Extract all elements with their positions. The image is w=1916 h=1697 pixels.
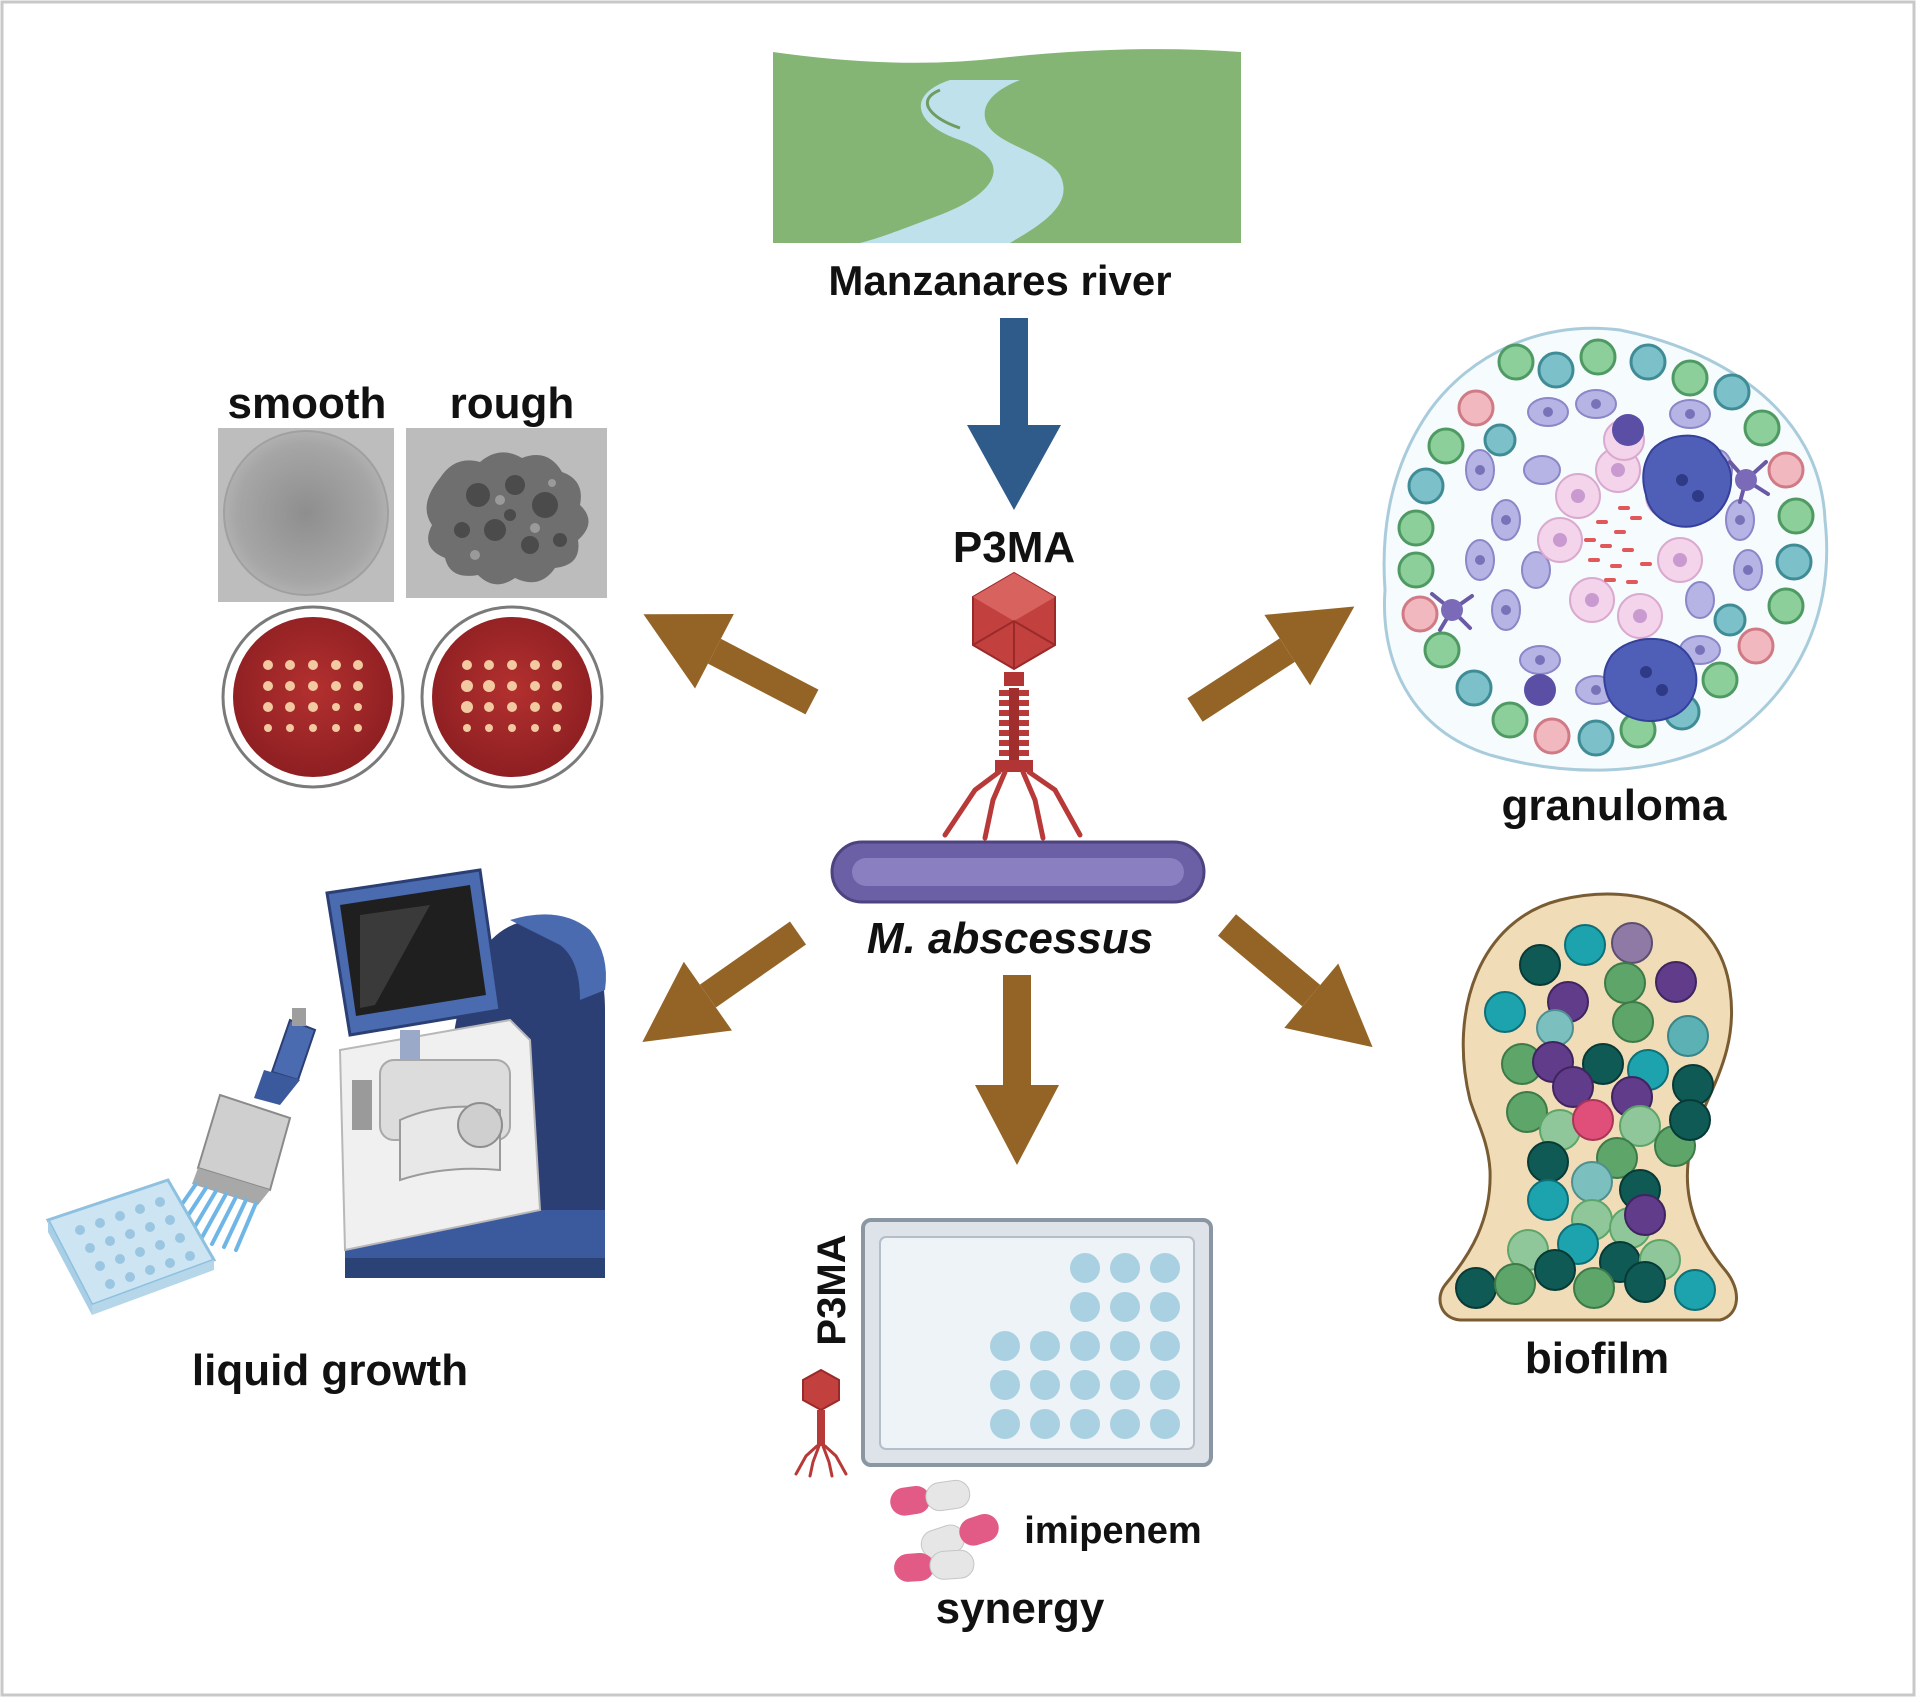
well-plate-icon: [45, 1178, 217, 1315]
host-label: M. abscessus: [867, 914, 1153, 963]
arrow-to-biofilm: [1218, 914, 1373, 1048]
biofilm-icon: [1438, 892, 1738, 1322]
biofilm-label: biofilm: [1525, 1334, 1669, 1383]
bacteriophage-icon: [942, 571, 1083, 841]
synergy-well-plate: [861, 1218, 1213, 1467]
plate-reader-icon: [325, 868, 606, 1278]
granuloma-label: granuloma: [1502, 781, 1727, 830]
small-bacteriophage-icon: [794, 1368, 848, 1478]
agar-plate-rough: [420, 605, 604, 789]
morphotype-smooth-label: smooth: [228, 379, 387, 428]
synergy-label: synergy: [936, 1584, 1105, 1633]
phage-label: P3MA: [953, 523, 1075, 572]
capsule-icon: [890, 1479, 999, 1582]
colony-micrograph-smooth: [218, 428, 394, 602]
arrow-to-morphotypes: [643, 613, 819, 715]
granuloma-icon: [1382, 326, 1829, 772]
river-landscape-icon: [773, 49, 1241, 243]
synergy-phage-label: P3MA: [810, 1234, 854, 1345]
arrow-to-liquid-growth: [642, 921, 807, 1042]
agar-plate-smooth: [221, 605, 405, 789]
isolation-arrow: [967, 318, 1061, 510]
morphotype-rough-label: rough: [450, 379, 575, 428]
colony-micrograph-rough: [406, 428, 607, 598]
arrow-to-granuloma: [1187, 606, 1355, 722]
antibiotic-label: imipenem: [1024, 1510, 1201, 1552]
source-label: Manzanares river: [828, 257, 1171, 304]
liquid-growth-label: liquid growth: [192, 1346, 468, 1395]
arrow-to-synergy: [975, 975, 1059, 1165]
rod-bacterium-icon: [830, 840, 1206, 904]
